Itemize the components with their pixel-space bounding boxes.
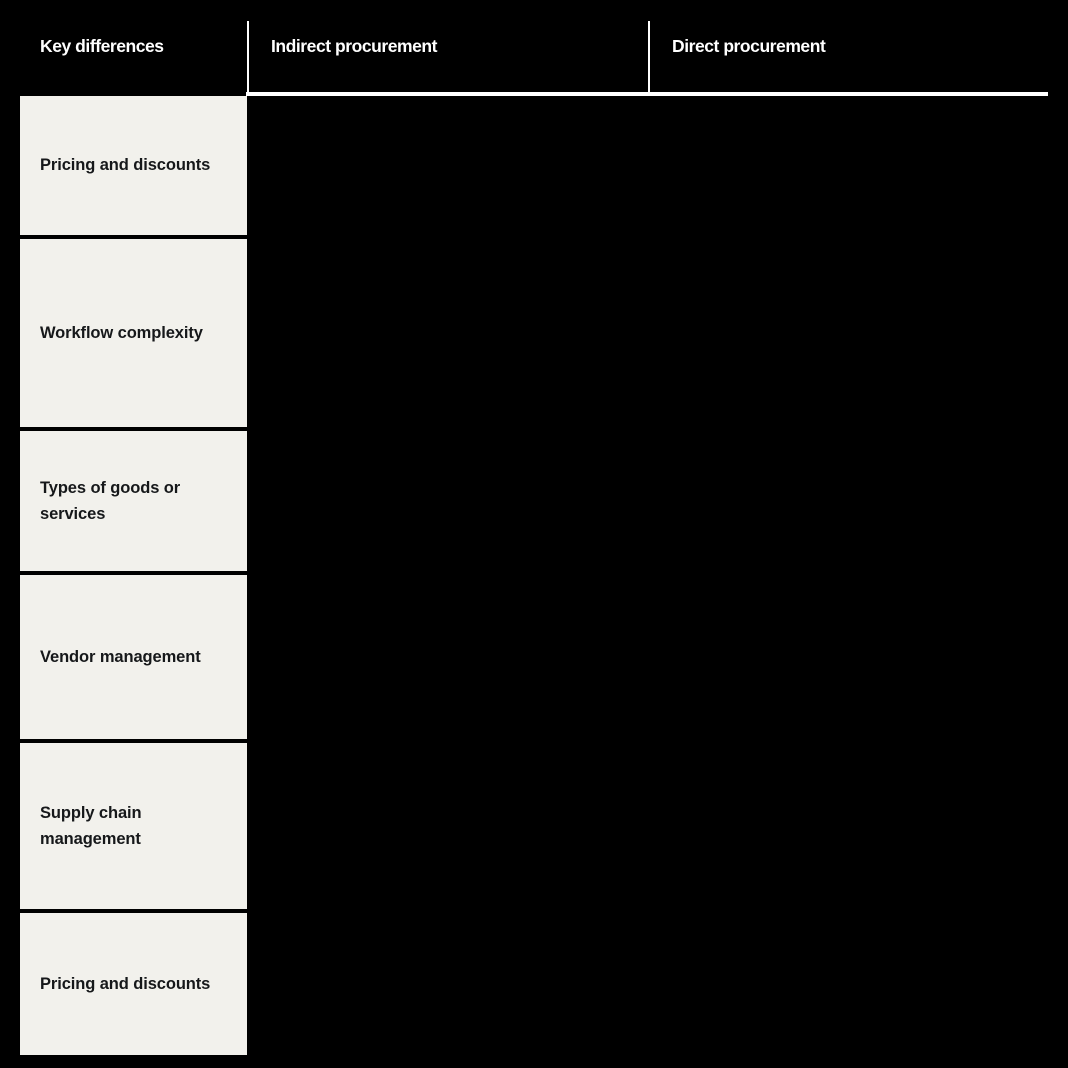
row-label-cell: Workflow complexity [20,239,247,427]
row-value-direct-procurement [649,431,1068,571]
table-row: Workflow complexity [0,239,1068,427]
column-header-key-differences: Key differences [40,36,164,57]
header-underline [246,92,1048,96]
row-label-text: Vendor management [40,647,201,666]
table-row: Supply chain management [0,743,1068,909]
row-label-cell: Types of goods or services [20,431,247,571]
table-row: Vendor management [0,575,1068,739]
row-value-indirect-procurement [248,239,649,427]
row-label-text: Supply chain management [40,803,142,848]
row-value-indirect-procurement [248,743,649,909]
row-value-direct-procurement [649,575,1068,739]
row-value-direct-procurement [649,239,1068,427]
table-row: Pricing and discounts [0,913,1068,1055]
row-label-text: Types of goods or services [40,478,181,523]
header-divider-2 [648,21,650,94]
row-value-indirect-procurement [248,913,649,1055]
table-row: Pricing and discounts [0,96,1068,235]
row-value-direct-procurement [649,96,1068,235]
row-label-cell: Pricing and discounts [20,96,247,235]
row-label-cell: Pricing and discounts [20,913,247,1055]
row-label-cell: Supply chain management [20,743,247,909]
row-value-indirect-procurement [248,575,649,739]
row-value-indirect-procurement [248,431,649,571]
row-value-direct-procurement [649,743,1068,909]
row-label-text: Pricing and discounts [40,156,211,175]
row-value-direct-procurement [649,913,1068,1055]
row-label-text: Pricing and discounts [40,974,211,993]
header-divider-1 [247,21,249,94]
column-header-direct-procurement: Direct procurement [672,36,826,57]
row-label-cell: Vendor management [20,575,247,739]
table-header: Key differences Indirect procurement Dir… [0,0,1068,96]
table-row: Types of goods or services [0,431,1068,571]
row-label-text: Workflow complexity [40,323,203,342]
row-value-indirect-procurement [248,96,649,235]
column-header-indirect-procurement: Indirect procurement [271,36,438,57]
